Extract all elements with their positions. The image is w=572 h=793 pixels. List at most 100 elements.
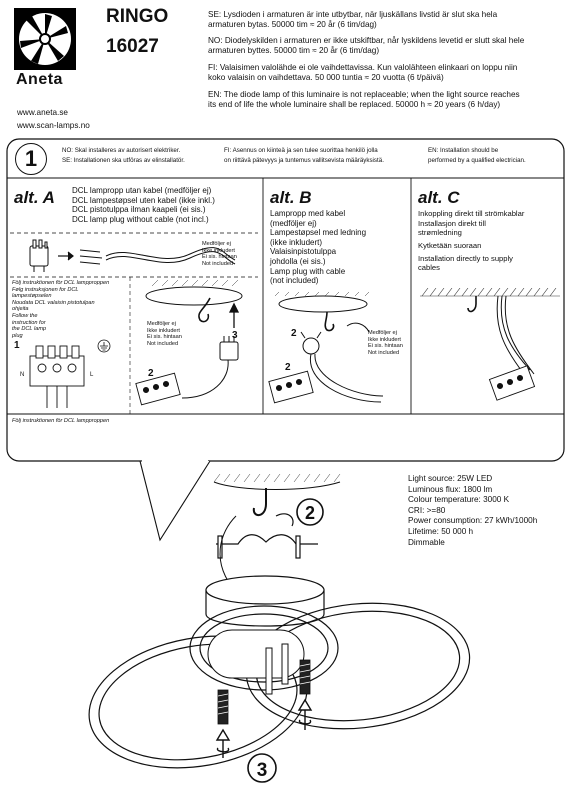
ceiling-hatch-icon <box>420 288 560 297</box>
canopy-icon <box>205 575 325 627</box>
not-included-en: Not included <box>147 340 179 347</box>
alt-a-not-included-1: Medföljer ej Ikke inkludert Ei sis. hint… <box>202 241 237 267</box>
alt-a-line-en: DCL lamp plug without cable (not incl.) <box>72 214 209 224</box>
alt-c-line-se: Inkoppling direkt till strömkablar <box>418 209 525 218</box>
ceiling-plate-icon <box>145 286 243 306</box>
ceiling-hatch-icon <box>274 292 370 297</box>
spec-colour-temperature: Colour temperature: 3000 K <box>408 495 510 505</box>
earth-symbol-icon <box>97 339 111 353</box>
dcl-plug-icon <box>29 239 49 272</box>
arrow-up-icon <box>215 728 231 758</box>
alt-a-description: DCL lampropp utan kabel (medföljer ej) D… <box>72 186 215 224</box>
notices: SE: Lysdioden i armaturen är inte utbytb… <box>208 10 564 110</box>
not-included-no: Ikke inkludert <box>368 336 401 343</box>
alt-c-line-en-2: cables <box>418 263 440 272</box>
website-1: www.aneta.se <box>17 108 68 117</box>
spec-power-consumption: Power consumption: 27 kWh/1000h <box>408 516 538 526</box>
connector-block-icon <box>135 372 181 406</box>
alt-c-description: Inkoppling direkt till strömkablar Insta… <box>418 209 560 272</box>
alt-b-line-2: (medföljer ej) <box>270 218 317 228</box>
supply-cable-icon <box>496 295 535 375</box>
alt-a-line-no: DCL lampestøpsel uten kabel (ikke inkl.) <box>72 195 215 205</box>
alt-b-line-7: Lamp plug with cable <box>270 266 346 276</box>
install-note-fi-line1: FI: Asennus on kiinteä ja sen tulee suor… <box>224 147 378 154</box>
alt-a-follow-instructions: Följ instruktionen för DCL lampproppen F… <box>12 280 128 339</box>
ring-inner-icon <box>189 605 339 691</box>
alt-c-ceiling-illustration <box>420 288 560 401</box>
install-note-no: NO: Skal installeres av autorisert elekt… <box>62 147 181 154</box>
lamp-plug-icon <box>300 331 322 355</box>
step-1-number: 1 <box>24 146 38 171</box>
spec-lifetime: Lifetime: 50 000 h <box>408 526 474 536</box>
not-included-no: Ikke inkludert <box>147 327 180 334</box>
cable-icon <box>309 353 384 403</box>
alt-b-line-6: johdolla (ei sis.) <box>270 256 326 266</box>
hook-icon <box>467 296 477 313</box>
ring-hub-icon <box>207 629 305 695</box>
alt-c-line-en-1: Installation directly to supply <box>418 254 513 263</box>
not-included-fi: Ei sis. hintaan <box>202 254 237 261</box>
hook-icon <box>324 311 335 332</box>
install-note-en-line1: EN: Installation should be <box>428 147 499 154</box>
install-note-no-se: NO: Skal installeres av autorisert elekt… <box>62 147 185 165</box>
terminal-block-icon <box>29 345 85 408</box>
alt-a-not-included-2: Medföljer ej Ikke inkludert Ei sis. hint… <box>147 321 182 347</box>
lamp-assembly-illustration: 2 3 <box>88 473 471 783</box>
alt-a-line-se: DCL lampropp utan kabel (medföljer ej) <box>72 186 212 195</box>
notice-no-line2: armaturen byttes. 50000 tim ≈ 20 år (6 t… <box>208 46 380 55</box>
follow-line-no-2: lampestøpselen <box>12 293 52 300</box>
arrow-icon <box>346 322 370 333</box>
alt-a-ceiling-illustration: 3 2 <box>135 280 243 406</box>
alt-a-step-3-label: 3 <box>232 330 238 341</box>
follow-line-en-3: the DCL lamp <box>12 326 47 333</box>
notice-en: EN: The diode lamp of this luminaire is … <box>208 90 564 110</box>
alt-b-title: alt. B <box>270 188 312 207</box>
terminal-n-label: N <box>20 372 24 378</box>
step-3-number: 3 <box>257 760 268 781</box>
screw-right-icon <box>299 659 311 695</box>
notice-se-line1: SE: Lysdioden i armaturen är inte utbytb… <box>208 10 498 19</box>
dcl-plug-socket-icon <box>219 336 239 361</box>
follow-line-no-1: Følg instruksjonen for DCL <box>12 286 79 293</box>
step-1-badge: 1 <box>15 143 47 175</box>
hook-icon <box>198 297 211 323</box>
hook-icon <box>252 488 267 516</box>
not-included-fi: Ei sis. hintaan <box>368 343 403 350</box>
mounting-bracket-icon <box>216 534 318 559</box>
notice-se-line2: armaturen bytas. 50000 tim ≈ 20 år (6 ti… <box>208 20 377 29</box>
alt-a-line-fi: DCL pistotulppa ilman kaapeli (ei sis.) <box>72 205 206 215</box>
product-code: 16027 <box>106 36 159 57</box>
alt-b-line-4: (ikke inkludert) <box>270 237 323 247</box>
not-included-no: Ikke inkludert <box>202 247 235 254</box>
alt-a-title: alt. A <box>14 188 55 207</box>
spec-list: Light source: 25W LED Luminous flux: 180… <box>408 474 537 548</box>
cable-ends-icon <box>79 249 103 265</box>
install-note-en: EN: Installation should be performed by … <box>428 147 526 165</box>
alt-a-step-2-label: 2 <box>148 368 154 379</box>
follow-line-en-1: Follow the <box>12 312 38 319</box>
notice-fi: FI: Valaisimen valolähde ei ole vaihdett… <box>208 63 564 83</box>
alt-b-line-5: Valaisinpistotulppa <box>270 247 337 257</box>
alt-a-step-1-label: 1 <box>14 340 20 351</box>
product-name: RINGO <box>106 6 169 27</box>
alt-c-line-no-2: strømledning <box>418 228 462 237</box>
not-included-se: Medföljer ej <box>202 241 231 247</box>
alt-b-not-included: Medföljer ej Ikke inkludert Ei sis. hint… <box>368 330 403 356</box>
notice-no: NO: Diodelyskilden i armaturen er ikke u… <box>208 36 564 56</box>
curved-arrow-icon <box>275 513 294 527</box>
alt-c-line-no-1: Installasjon direkt till <box>418 219 486 228</box>
ceiling-plate-icon <box>278 295 368 313</box>
alt-a-follow-bottom: Följ instruktionen för DCL lampproppen <box>12 418 110 424</box>
arrow-icon <box>58 251 74 261</box>
alt-a-plug-illustration <box>29 239 236 272</box>
notice-en-line2: its end of life the whole luminaire shal… <box>208 100 501 109</box>
notice-no-line1: NO: Diodelyskilden i armaturen er ikke u… <box>208 36 525 45</box>
cable-icon <box>181 359 229 399</box>
notice-fi-line2: koko valaisin on vaihdettava. 50 000 tun… <box>208 73 444 82</box>
alt-b-step-2a-label: 2 <box>291 328 297 339</box>
spec-light-source: Light source: 25W LED <box>408 474 493 483</box>
ceiling-hatch-icon <box>151 280 239 287</box>
alt-b-description: Lampropp med kabel (medföljer ej) Lampes… <box>270 209 366 286</box>
notice-en-line1: EN: The diode lamp of this luminaire is … <box>208 90 520 99</box>
